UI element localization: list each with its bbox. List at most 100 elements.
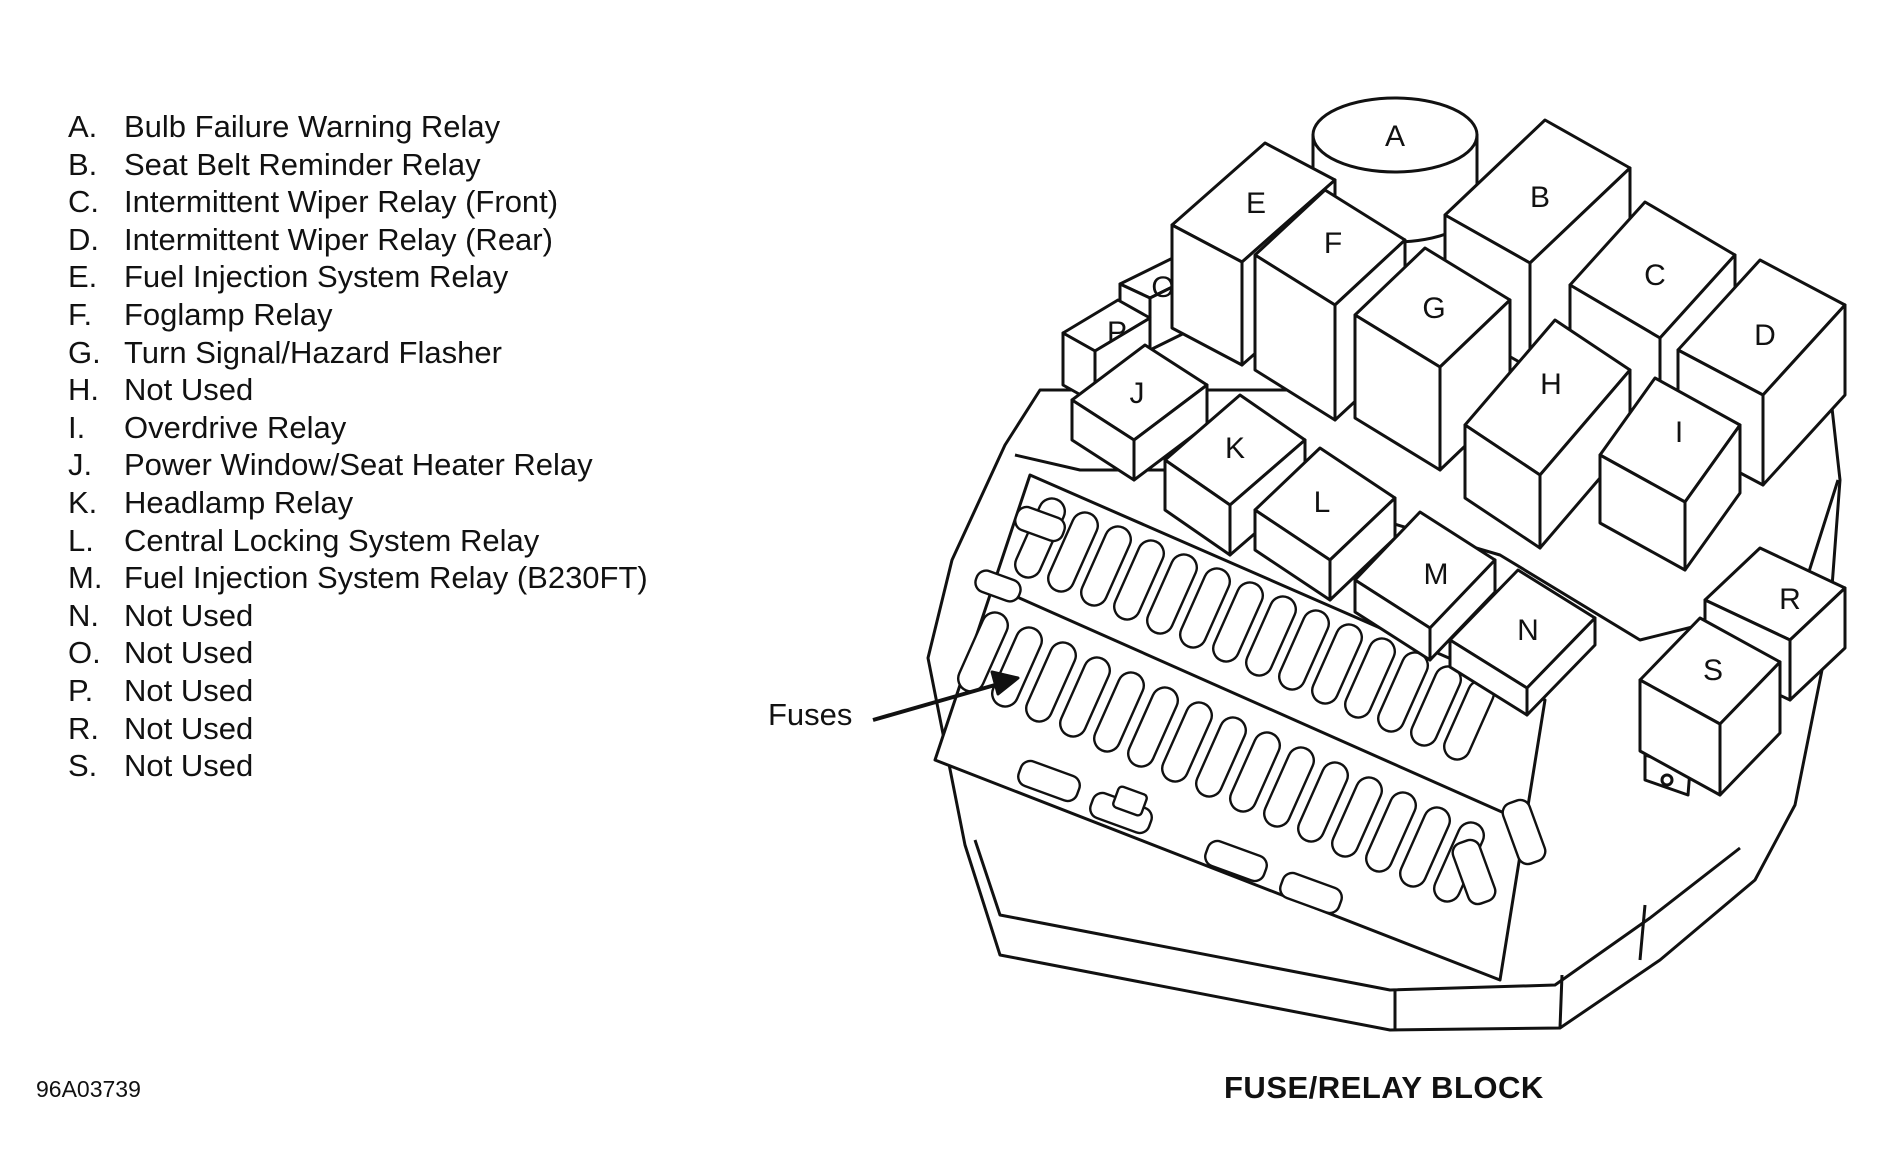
legend-letter: K.: [68, 484, 98, 520]
fuse: [1331, 776, 1383, 858]
relay-legend: A. Bulb Failure Warning Relay B.Seat Belt…: [68, 108, 648, 785]
relay-label-e: E: [1246, 187, 1266, 220]
legend-letter: A.: [68, 109, 98, 144]
legend-letter: I.: [68, 409, 86, 445]
fuse: [1025, 641, 1077, 723]
fuse: [1365, 791, 1417, 873]
relay-label-s: S: [1703, 654, 1723, 687]
fuse: [1311, 623, 1363, 705]
legend-item-h: H. Not Used: [68, 371, 648, 409]
housing-tab: [1204, 839, 1268, 883]
legend-label: Power Window/Seat Heater Relay: [124, 447, 593, 483]
legend-letter: L.: [68, 522, 94, 558]
legend-letter: S.: [68, 748, 98, 784]
fuse: [1344, 637, 1396, 719]
legend-label: Not Used: [124, 372, 254, 408]
fuse: [1263, 746, 1315, 828]
legend-item-o: O. Not Used: [68, 634, 648, 672]
relay-label-m: M: [1424, 558, 1449, 591]
relay-label-o: O: [1151, 271, 1174, 304]
legend-label: Intermittent Wiper Relay (Front): [124, 184, 559, 220]
fuse: [1146, 553, 1198, 635]
fuse: [1297, 761, 1349, 843]
legend-letter: D.: [68, 221, 99, 257]
fuse: [1179, 567, 1231, 649]
fuse-panel-divider: [989, 583, 1521, 822]
housing-tab: [1501, 798, 1547, 866]
housing-tab: [1014, 505, 1066, 543]
figure-id: 96A03739: [36, 1076, 141, 1102]
legend-item-d: D. Intermittent Wiper Relay (Rear): [68, 221, 648, 259]
relay-label-n: N: [1517, 614, 1539, 647]
legend-item-m: M. Fuel Injection System Relay (B230FT): [68, 559, 648, 597]
legend-label: Intermittent Wiper Relay (Rear): [124, 221, 553, 257]
relay-i: [1598, 376, 1742, 572]
relay-l: [1253, 446, 1397, 602]
relay-label-p: P: [1107, 316, 1127, 349]
legend-label: Not Used: [124, 635, 254, 671]
legend-label: Foglamp Relay: [124, 296, 333, 332]
relay-label-h: H: [1540, 368, 1562, 401]
legend-letter: G.: [68, 334, 101, 370]
fuse: [1127, 686, 1179, 768]
fuse: [1399, 806, 1451, 888]
legend-label: Turn Signal/Hazard Flasher: [124, 334, 502, 370]
fuse: [1195, 716, 1247, 798]
housing-tab: [974, 569, 1022, 603]
legend-item-r: R. Not Used: [68, 710, 648, 748]
legend-item-p: P. Not Used: [68, 672, 648, 710]
fuse: [1278, 609, 1330, 691]
relay-label-j: J: [1130, 377, 1145, 410]
legend-item-f: F. Foglamp Relay: [68, 296, 648, 334]
relay-labels: A B C D E F G H I J K L M N O P R S: [1107, 120, 1801, 687]
legend-label: Not Used: [124, 597, 254, 633]
legend-label: Bulb Failure Warning Relay: [124, 109, 501, 144]
legend-letter: H.: [68, 372, 99, 408]
fuse: [1093, 671, 1145, 753]
fuse: [1229, 731, 1281, 813]
relay-label-i: I: [1675, 416, 1683, 449]
fuse: [1245, 595, 1297, 677]
legend-letter: F.: [68, 296, 93, 332]
legend-item-b: B.Seat Belt Reminder Relay: [68, 146, 648, 184]
fuse: [1161, 701, 1213, 783]
relay-label-c: C: [1644, 259, 1666, 292]
legend-label: Fuel Injection System Relay (B230FT): [124, 560, 648, 596]
legend-letter: M.: [68, 560, 103, 596]
relay-label-d: D: [1754, 319, 1776, 352]
legend-item-n: N. Not Used: [68, 597, 648, 635]
fuse: [1212, 581, 1264, 663]
legend-letter: O.: [68, 635, 101, 671]
legend-label: Not Used: [124, 672, 254, 708]
fuse: [957, 611, 1009, 693]
relay-m: [1353, 510, 1497, 662]
fuses-arrow-head: [990, 670, 1020, 696]
legend-item-s: S. Not Used: [68, 747, 648, 785]
relay-label-g: G: [1422, 292, 1445, 325]
fuse: [1047, 511, 1099, 593]
housing-tab: [1017, 759, 1081, 803]
relay-label-f: F: [1324, 227, 1342, 260]
diagram-caption: FUSE/RELAY BLOCK: [1224, 1070, 1544, 1105]
legend-letter: B.: [68, 146, 98, 182]
legend-letter: N.: [68, 597, 99, 633]
relay-label-a: A: [1385, 120, 1405, 153]
relay-s: [1638, 616, 1782, 797]
relay-j: [1070, 343, 1209, 482]
legend-letter: R.: [68, 710, 99, 746]
legend-label: Overdrive Relay: [124, 409, 347, 445]
legend-label: Not Used: [124, 710, 254, 746]
legend-letter: C.: [68, 184, 99, 220]
legend-label: Not Used: [124, 748, 254, 784]
legend-item-k: K.Headlamp Relay: [68, 484, 648, 522]
legend-item-i: I. Overdrive Relay: [68, 409, 648, 447]
legend-item-l: L.Central Locking System Relay: [68, 522, 648, 560]
mounting-hole: [1660, 773, 1674, 787]
fuse: [1113, 539, 1165, 621]
legend-letter: P.: [68, 672, 94, 708]
fuse: [1080, 525, 1132, 607]
housing-side-rib: [1393, 904, 1647, 1030]
legend-item-e: E.Fuel Injection System Relay: [68, 258, 648, 296]
housing-tab: [1279, 871, 1343, 915]
